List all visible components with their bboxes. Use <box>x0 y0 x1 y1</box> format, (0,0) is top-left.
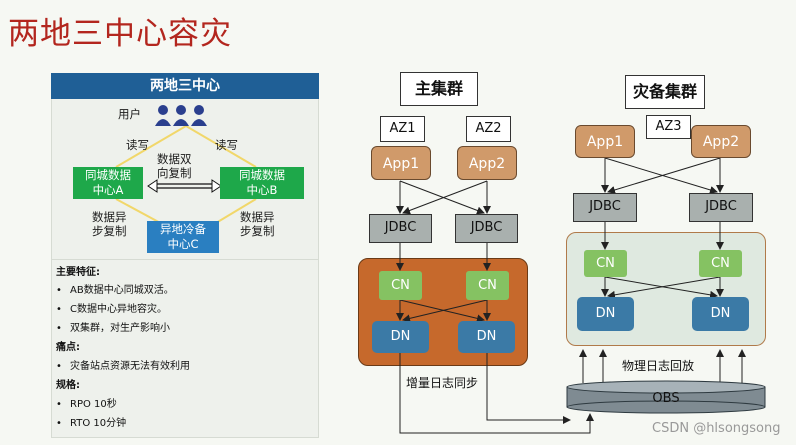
standby-jdbc1-node: JDBC <box>573 193 637 222</box>
left-divider <box>51 259 319 260</box>
obs-label: OBS <box>652 391 680 406</box>
spec-item: •RPO 10秒 <box>56 399 117 410</box>
obs-storage <box>566 380 766 414</box>
read-write-right-label: 读写 <box>215 138 238 152</box>
standby-app2-node: App2 <box>691 125 751 158</box>
center-b-box: 同城数据中心B <box>220 167 304 199</box>
left-panel <box>51 73 319 438</box>
standby-cn1-node: CN <box>584 250 627 277</box>
primary-app1-node: App1 <box>371 146 431 180</box>
standby-cluster-title: 灾备集群 <box>625 75 705 109</box>
primary-dn1-node: DN <box>372 321 429 353</box>
center-a-box: 同城数据中心A <box>73 167 143 199</box>
az1-label: AZ1 <box>380 116 425 142</box>
spec-item: •RTO 10分钟 <box>56 418 127 429</box>
bidirectional-replication-label: 数据双向复制 <box>157 152 192 180</box>
async-replication-right-label: 数据异步复制 <box>240 210 275 238</box>
spec-title: 规格: <box>56 380 80 391</box>
watermark-text: CSDN @hlsongsong <box>652 421 781 436</box>
primary-jdbc2-node: JDBC <box>455 214 518 243</box>
primary-app2-node: App2 <box>457 146 517 180</box>
standby-app1-node: App1 <box>575 125 635 158</box>
page-title: 两地三中心容灾 <box>8 16 232 52</box>
standby-cn2-node: CN <box>699 250 742 277</box>
primary-cn1-node: CN <box>379 271 422 300</box>
primary-dn2-node: DN <box>458 321 515 353</box>
left-panel-header: 两地三中心 <box>51 73 319 99</box>
feature-item: •AB数据中心同城双活。 <box>56 285 174 296</box>
az3-label: AZ3 <box>646 115 691 139</box>
pain-item: •灾备站点资源无法有效利用 <box>56 361 190 372</box>
physical-log-replay-label: 物理日志回放 <box>622 359 695 373</box>
user-label: 用户 <box>118 107 141 121</box>
users-icon <box>155 104 207 132</box>
standby-dn1-node: DN <box>577 297 634 331</box>
async-replication-left-label: 数据异步复制 <box>92 210 127 238</box>
center-c-box: 异地冷备中心C <box>147 221 219 253</box>
primary-cn2-node: CN <box>466 271 509 300</box>
primary-cluster-title: 主集群 <box>400 72 478 106</box>
pain-title: 痛点: <box>56 342 80 353</box>
incremental-log-sync-label: 增量日志同步 <box>406 376 479 390</box>
read-write-left-label: 读写 <box>126 138 149 152</box>
standby-dn2-node: DN <box>692 297 749 331</box>
features-title: 主要特征: <box>56 267 100 278</box>
feature-item: •C数据中心异地容灾。 <box>56 304 167 315</box>
feature-item: •双集群，对生产影响小 <box>56 323 170 334</box>
primary-jdbc1-node: JDBC <box>369 214 432 243</box>
standby-jdbc2-node: JDBC <box>689 193 753 222</box>
az2-label: AZ2 <box>466 116 511 142</box>
